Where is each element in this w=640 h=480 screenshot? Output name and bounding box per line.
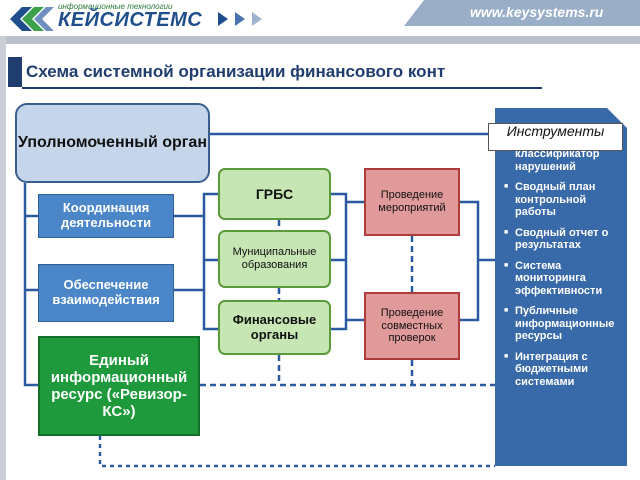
- left-strip: [0, 36, 6, 480]
- unified-resource-box: Единый информационный ресурс («Ревизор-К…: [38, 336, 200, 436]
- chevron-right-icon: [218, 12, 228, 26]
- chevron-right-icon: [235, 12, 245, 26]
- tools-heading: Инструменты: [488, 123, 623, 151]
- url-band: [404, 0, 640, 26]
- chevron-right-icon: [252, 12, 262, 26]
- tools-item-classifier: классификатор нарушений: [515, 148, 600, 173]
- coordination-box: Координация деятельности: [38, 194, 174, 238]
- keysystems-logo-icon: [10, 7, 54, 31]
- events-box: Проведение мероприятий: [364, 168, 460, 236]
- title-underline: [22, 87, 542, 89]
- authorized-body-box: Уполномоченный орган: [15, 103, 210, 183]
- logo-text: КЕЙСИСТЕМС: [58, 9, 203, 31]
- tools-item: Интеграция с бюджетными системами: [504, 351, 622, 389]
- tools-item: Сводный план контрольной работы: [504, 181, 622, 219]
- grbs-box: ГРБС: [218, 168, 331, 220]
- slide-title: Схема системной организации финансового …: [26, 62, 446, 81]
- joint-checks-box: Проведение совместных проверок: [364, 292, 460, 360]
- website-url[interactable]: www.keysystems.ru: [470, 4, 604, 20]
- interaction-box: Обеспечение взаимодействия: [38, 264, 174, 322]
- tools-item: Публичные информационные ресурсы: [504, 305, 622, 343]
- tools-list: классификатор нарушений Сводный план кон…: [504, 148, 622, 396]
- tools-item: Сводный отчет о результатах: [504, 227, 622, 252]
- header-divider: [0, 36, 640, 44]
- municipal-box: Муниципальные образования: [218, 230, 331, 288]
- tools-item: Система мониторинга эффективности: [504, 260, 622, 298]
- financial-bodies-box: Финансовые органы: [218, 300, 331, 355]
- logo-subtitle: информационные технологии: [58, 2, 173, 11]
- title-marker: [8, 57, 22, 87]
